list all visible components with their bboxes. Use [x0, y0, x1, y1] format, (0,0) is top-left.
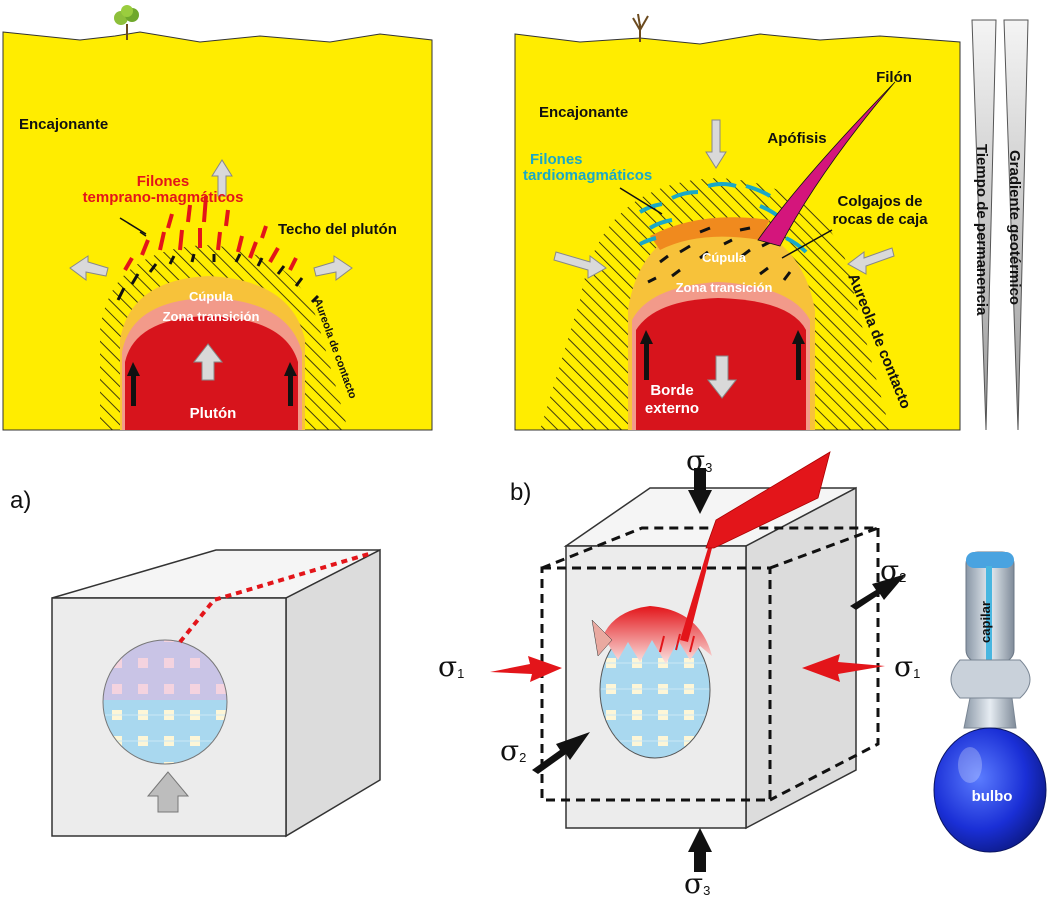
transition-label-left: Zona transición [163, 309, 260, 324]
early-dikes-label-2: temprano-magmáticos [83, 189, 244, 206]
roof-pendants-label-2: rocas de caja [832, 211, 928, 228]
inward-arrows [553, 119, 895, 399]
outer-rim-label-1: Borde [650, 382, 693, 399]
magma-chamber-a [102, 639, 228, 765]
side-arrows [127, 362, 297, 406]
stress-arrows [490, 468, 906, 872]
capillary-label: capilar [978, 601, 993, 643]
flask-bulb [933, 727, 1047, 853]
subsidence-arrow-icon [706, 355, 738, 399]
bulb-label: bulbo [972, 788, 1013, 805]
cupula-label-left: Cúpula [189, 289, 234, 304]
vein-sheet [705, 451, 831, 549]
panel-a: a) [10, 487, 381, 838]
residence-time-bar [971, 19, 997, 431]
outward-arrows [69, 159, 353, 381]
host-rock-label-left: Encajonante [19, 116, 108, 133]
roof-pendants-label-1: Colgajos de [837, 193, 922, 210]
sigma1-right-label: σ1 [894, 650, 920, 683]
scale-bars: Tiempo de permanencia Gradiente geotérmi… [971, 19, 1029, 431]
panel-late-stage: Encajonante Filón Apófisis Filones tardi… [514, 13, 961, 431]
outer-rim-label-2: externo [645, 400, 699, 417]
sigma3-bottom-arrow-icon [688, 828, 712, 872]
sigma2-back-label: σ2 [880, 554, 906, 587]
deformed-box [540, 526, 880, 802]
dry-shrub-icon [632, 13, 649, 42]
sigma2-front-arrow-icon [532, 732, 590, 774]
sigma1-right-arrow-icon [802, 654, 885, 682]
ascent-arrow-icon [192, 343, 224, 381]
late-dikes-label-1: Filones [530, 151, 583, 168]
sigma1-left-arrow-icon [490, 656, 562, 682]
right-arrow-icon [313, 255, 353, 281]
residence-time-label: Tiempo de permanencia [973, 144, 990, 316]
apophysis-label: Apófisis [767, 130, 826, 147]
sigma3-top-label: σ3 [686, 444, 712, 477]
roof-dashes [116, 253, 320, 304]
sigma2-back-arrow-icon [850, 574, 906, 610]
left-inward-arrow-icon [847, 247, 895, 275]
left-arrow-icon [69, 255, 109, 281]
small-arrows [659, 633, 695, 653]
sigma2-front-label: σ2 [500, 734, 526, 767]
up-arrow-icon [211, 159, 233, 197]
panel-b: b) [438, 444, 920, 898]
pluton-label: Plutón [190, 405, 237, 422]
geothermal-gradient-label: Gradiente geotérmico [1006, 150, 1023, 305]
tree-icon [114, 5, 139, 40]
sigma1-left-label: σ1 [438, 650, 464, 683]
panel-early-stage: Encajonante Filones temprano-magmáticos … [2, 5, 433, 431]
late-dikes-label-2: tardiomagmáticos [523, 167, 652, 184]
sigma3-top-arrow-icon [688, 468, 712, 514]
vein-conduit [680, 548, 712, 642]
transition-label-right: Zona transición [676, 280, 773, 295]
early-dikes [123, 195, 298, 272]
capillary-column [986, 566, 992, 736]
host-rock-label-right: Encajonante [539, 104, 628, 121]
pluton-roof-label: Techo del plutón [278, 221, 397, 238]
panel-b-label: b) [510, 479, 531, 506]
cupula-label-right: Cúpula [702, 250, 747, 265]
cupola-dome [598, 606, 712, 664]
down-arrow-icon [705, 119, 727, 169]
side-arrows-late [640, 330, 805, 380]
apophysis [757, 81, 896, 247]
right-inward-arrow-icon [553, 251, 607, 279]
geothermal-gradient-bar [1003, 19, 1029, 431]
early-dikes-label-1: Filones [137, 173, 190, 190]
sigma3-bottom-label: σ3 [684, 867, 710, 898]
buoyancy-arrow-icon [146, 771, 190, 813]
thermometer-flask: capilar bulbo [933, 551, 1047, 853]
panel-a-label: a) [10, 487, 31, 514]
vein-label: Filón [876, 69, 912, 86]
